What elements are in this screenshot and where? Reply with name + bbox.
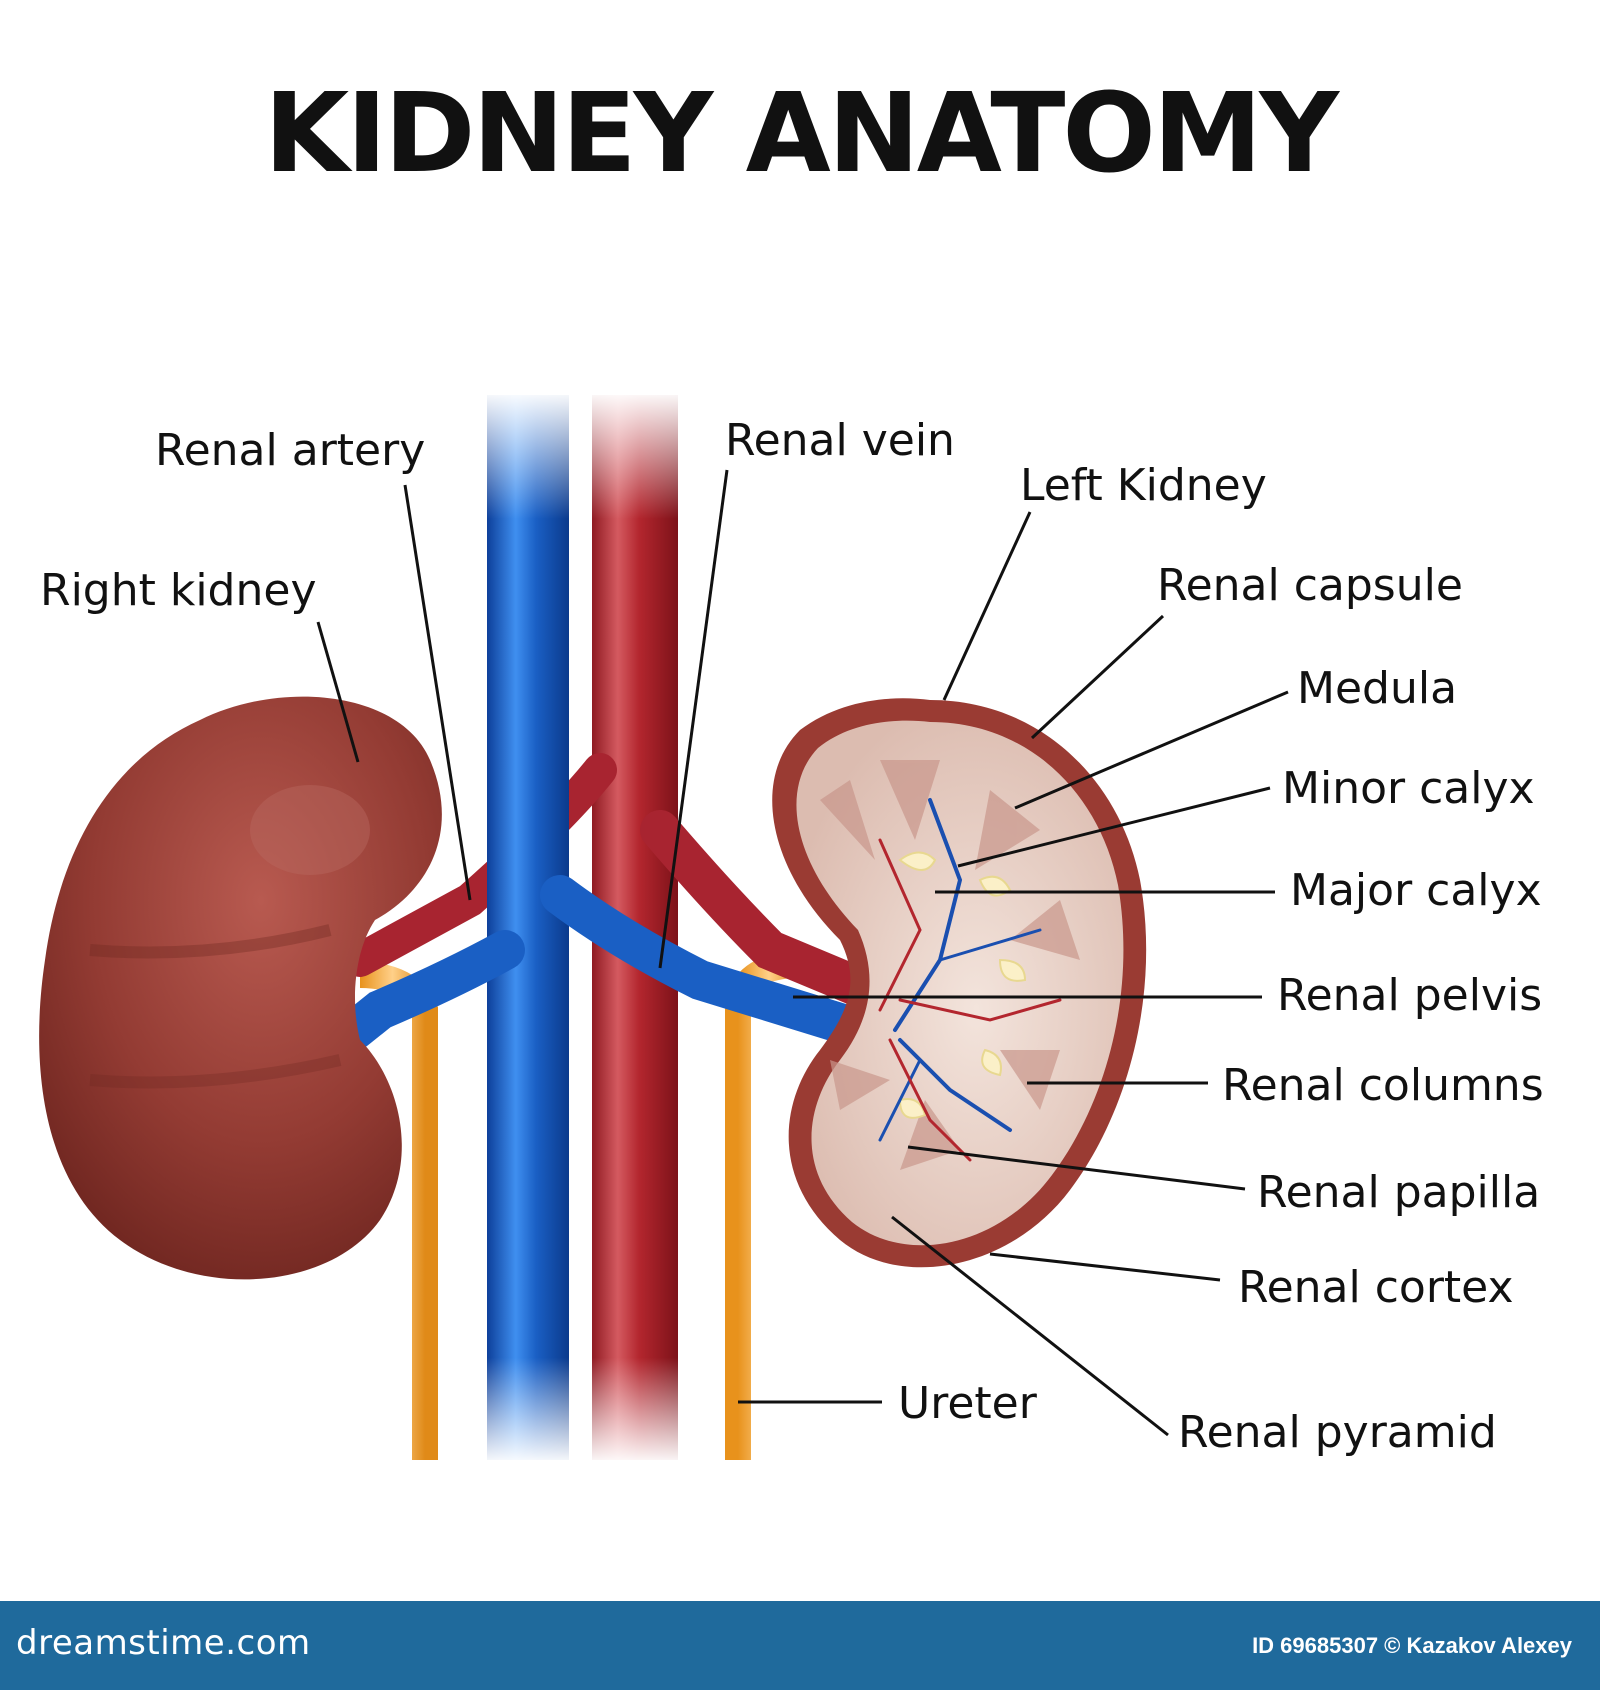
leader-minor-calyx — [957, 786, 1271, 868]
label-minor-calyx: Minor calyx — [1282, 763, 1535, 814]
leader-lines — [316, 469, 1289, 1437]
footer-brand[interactable]: dreamstime.com — [16, 1623, 311, 1663]
label-medula: Medula — [1297, 663, 1457, 714]
label-renal-columns: Renal columns — [1222, 1060, 1544, 1111]
label-renal-papilla: Renal papilla — [1257, 1167, 1540, 1218]
label-renal-cortex: Renal cortex — [1238, 1262, 1514, 1313]
label-major-calyx: Major calyx — [1290, 865, 1542, 916]
leader-renal-cortex — [989, 1252, 1221, 1282]
label-right-kidney: Right kidney — [40, 565, 316, 616]
label-renal-artery: Renal artery — [155, 425, 425, 476]
leader-renal-artery — [403, 484, 472, 901]
label-renal-capsule: Renal capsule — [1157, 560, 1463, 611]
footer-bar: dreamstime.com ID 69685307 © Kazakov Ale… — [0, 1601, 1600, 1690]
leader-renal-capsule — [1030, 614, 1165, 740]
leader-left-kidney — [942, 511, 1032, 701]
leader-renal-pyramid — [891, 1215, 1169, 1437]
page-title: KIDNEY ANATOMY — [263, 69, 1339, 197]
label-left-kidney: Left Kidney — [1020, 460, 1267, 511]
left-kidney-section — [772, 698, 1147, 1268]
leader-renal-papilla — [907, 1145, 1246, 1191]
ureter-left — [725, 952, 801, 1460]
label-renal-vein: Renal vein — [725, 415, 955, 466]
label-renal-pyramid: Renal pyramid — [1178, 1407, 1497, 1458]
kidney-diagram: Renal artery Renal vein Left Kidney Righ… — [39, 390, 1544, 1465]
leader-medula — [1014, 690, 1289, 810]
leader-right-kidney — [316, 621, 360, 763]
right-kidney — [39, 696, 442, 1280]
label-renal-pelvis: Renal pelvis — [1277, 970, 1542, 1021]
label-ureter: Ureter — [898, 1378, 1038, 1429]
footer-credit: ID 69685307 © Kazakov Alexey — [1252, 1633, 1572, 1658]
labels: Renal artery Renal vein Left Kidney Righ… — [40, 415, 1544, 1458]
leader-renal-vein — [658, 469, 729, 969]
